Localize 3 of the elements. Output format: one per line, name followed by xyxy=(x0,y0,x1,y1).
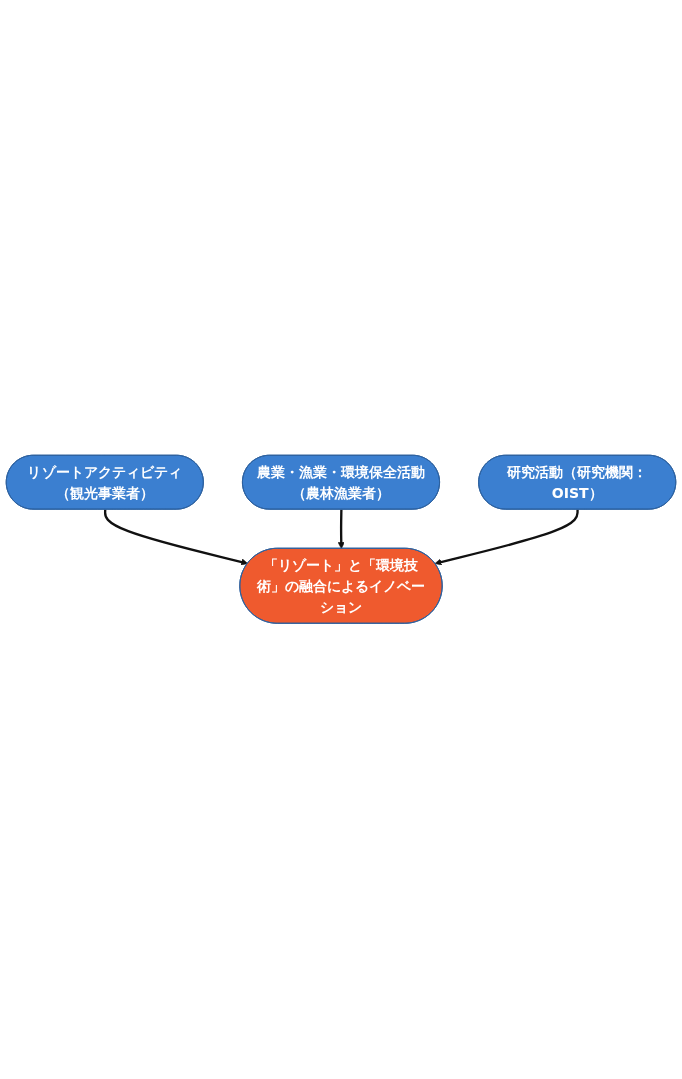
arrow xyxy=(103,509,249,566)
arrow xyxy=(434,509,579,566)
arrow xyxy=(337,509,345,550)
